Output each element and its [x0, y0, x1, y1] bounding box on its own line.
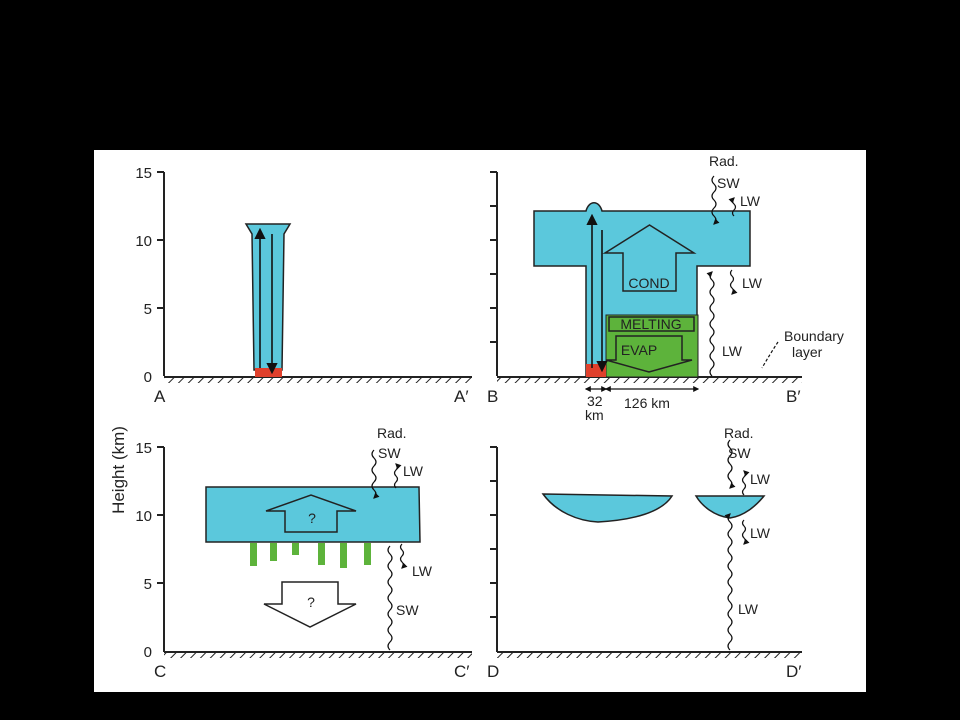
- panel-d-lw-top-wave: [741, 470, 750, 496]
- panel-b-sw-label: SW: [717, 175, 740, 191]
- panel-c-lw-top-label: LW: [403, 463, 424, 479]
- figure-panel: Height (km) 15 10 5 0 A A′: [94, 150, 866, 692]
- panel-c-tick-5: 5: [144, 576, 152, 593]
- panel-b-left-label: B: [487, 387, 498, 406]
- panel-c-sw-label: SW: [378, 445, 401, 461]
- panel-b-lw-mid-label: LW: [742, 275, 763, 291]
- panel-a-tick-0: 0: [144, 369, 152, 386]
- panel-b-lw-low-wave: [706, 271, 715, 377]
- panel-d-lw-low-label: LW: [738, 601, 759, 617]
- panel-c-tick-0: 0: [144, 644, 152, 661]
- panel-d-sw-wave: [727, 439, 736, 489]
- panel-b-boundary-label: Boundary: [784, 328, 844, 344]
- panel-d: Rad. SW LW LW LW D D′: [487, 425, 802, 681]
- panel-d-lw-top-label: LW: [750, 471, 771, 487]
- panel-a-convective-base: [255, 368, 282, 377]
- panel-c-up-question-arrow: [265, 494, 357, 533]
- panel-c-rad-label: Rad.: [377, 425, 407, 441]
- panel-d-sw-label: SW: [728, 445, 751, 461]
- panel-b-cond-label: COND: [628, 275, 669, 291]
- panel-d-lw-mid-wave: [741, 519, 750, 545]
- panel-b-boundary-pointer: [761, 341, 779, 369]
- panel-b-evap-arrow: [605, 335, 693, 373]
- panel-c-down-question-arrow: [263, 581, 357, 628]
- panel-d-lw-mid-label: LW: [750, 525, 771, 541]
- panel-c-lw-mid-wave: [399, 543, 408, 569]
- panel-b-melting-label: MELTING: [620, 316, 681, 332]
- panel-b: COND MELTING EVAP Rad. SW LW LW LW Bound…: [487, 153, 844, 423]
- y-axis-label: Height (km): [109, 426, 128, 514]
- panel-c-sw-wave: [371, 449, 380, 499]
- panel-c-stratiform-cloud: [205, 486, 421, 543]
- panel-b-lw-top-label: LW: [740, 193, 761, 209]
- panel-a-left-label: A: [154, 387, 166, 406]
- panel-b-lw-mid-wave: [729, 269, 738, 295]
- panel-a-convective-tower: [244, 223, 292, 371]
- panel-d-dissipating-cloud-left: [541, 493, 674, 523]
- panel-c-up-question-label: ?: [308, 510, 316, 526]
- panel-d-lw-low-wave: [724, 513, 733, 651]
- panel-b-ground: [497, 377, 802, 383]
- panel-a-tick-15: 15: [135, 165, 152, 182]
- cloud-lifecycle-diagram: Height (km) 15 10 5 0 A A′: [109, 153, 844, 681]
- panel-c-lw-mid-label: LW: [412, 563, 433, 579]
- panel-b-lw-top-wave: [728, 197, 737, 217]
- panel-b-cond-arrow: [602, 224, 697, 292]
- panel-c-sw-low-label: SW: [396, 602, 419, 618]
- panel-a: 15 10 5 0 A A′: [135, 165, 472, 406]
- panel-d-rad-label: Rad.: [724, 425, 754, 441]
- panel-a-ground: [164, 377, 472, 383]
- panel-c-precip-streaks: [250, 543, 371, 568]
- panel-c: 15 10 5 0 ? ? Rad. SW LW LW SW C: [135, 425, 472, 681]
- panel-c-down-question-label: ?: [307, 594, 315, 610]
- panel-b-lw-low-label: LW: [722, 343, 743, 359]
- panel-b-rad-label: Rad.: [709, 153, 739, 169]
- panel-c-right-label: C′: [454, 662, 469, 681]
- panel-c-tick-15: 15: [135, 440, 152, 457]
- panel-b-layer-label: layer: [792, 344, 823, 360]
- panel-d-right-label: D′: [786, 662, 801, 681]
- panel-c-lw-top-wave: [393, 463, 402, 489]
- panel-d-left-label: D: [487, 662, 499, 681]
- panel-c-left-label: C: [154, 662, 166, 681]
- panel-b-evap-label: EVAP: [621, 342, 657, 358]
- panel-c-tick-10: 10: [135, 508, 152, 525]
- panel-b-sw-wave: [711, 175, 720, 225]
- panel-b-right-label: B′: [786, 387, 801, 406]
- panel-b-melting-box: [608, 316, 695, 332]
- panel-a-tick-5: 5: [144, 301, 152, 318]
- panel-c-ground: [164, 652, 472, 658]
- panel-a-tick-10: 10: [135, 233, 152, 250]
- panel-b-convective-base: [586, 364, 606, 377]
- panel-b-conv-width-unit: km: [585, 407, 604, 423]
- panel-b-conv-width-num: 32: [587, 393, 603, 409]
- panel-d-ground: [497, 652, 802, 658]
- panel-c-sw-low-wave: [387, 545, 393, 651]
- panel-b-strat-width-label: 126 km: [624, 395, 670, 411]
- panel-a-right-label: A′: [454, 387, 469, 406]
